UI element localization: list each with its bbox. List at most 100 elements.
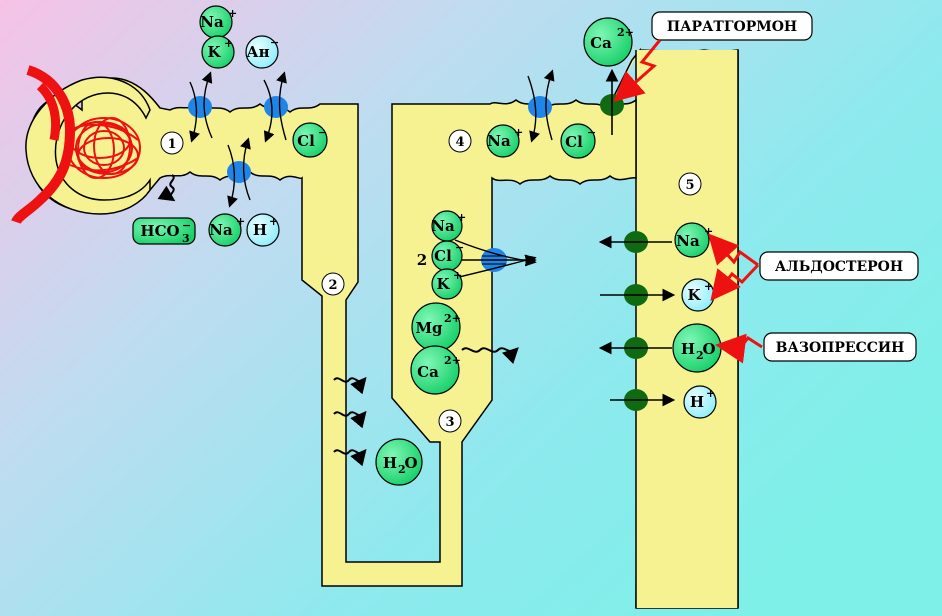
segment-number-5: 5	[678, 172, 702, 196]
hco3-diffusion-arrow	[157, 174, 176, 202]
svg-text:−: −	[270, 36, 279, 49]
svg-text:3: 3	[182, 232, 190, 245]
svg-text:5: 5	[685, 178, 694, 193]
svg-text:K: K	[207, 43, 221, 61]
channel-1	[188, 71, 213, 143]
ion-water-2: H 2 O	[375, 438, 423, 486]
svg-text:Na: Na	[676, 232, 700, 250]
svg-text:Mg: Mg	[415, 319, 443, 337]
svg-text:O: O	[404, 454, 417, 472]
segment-number-2: 2	[321, 272, 345, 296]
channel-4	[527, 69, 555, 143]
svg-text:−: −	[182, 219, 191, 232]
hormone-vasopressin: ВАЗОПРЕССИН	[763, 332, 917, 362]
cotransporter-nkcc	[454, 239, 537, 279]
svg-text:+: +	[457, 211, 466, 224]
ion-mg: Mg 2+	[411, 302, 461, 352]
svg-text:H: H	[690, 393, 704, 411]
ion-k-top: K +	[201, 35, 235, 69]
aldosterone-arrow-na	[707, 233, 759, 267]
svg-text:АЛЬДОСТЕРОН: АЛЬДОСТЕРОН	[775, 259, 903, 275]
svg-text:2: 2	[328, 278, 337, 293]
svg-text:2: 2	[417, 251, 427, 269]
svg-text:2: 2	[398, 463, 406, 476]
ion-na-5: Na +	[674, 222, 713, 258]
svg-text:Ca: Ca	[417, 363, 439, 381]
ion-h-1: H +	[246, 213, 280, 247]
aldosterone-arrow-k	[710, 263, 760, 302]
svg-text:H: H	[253, 221, 267, 239]
diffusion-arrows	[157, 174, 519, 467]
svg-text:+: +	[269, 215, 278, 228]
ion-na-1b: Na +	[208, 213, 245, 247]
svg-text:+: +	[453, 269, 462, 282]
svg-text:+: +	[704, 280, 713, 293]
svg-text:+: +	[704, 225, 713, 238]
svg-text:Ан: Ан	[246, 43, 269, 61]
water-diffusion-arrow-1	[333, 376, 367, 395]
ion-ca-4: Ca 2+	[583, 17, 634, 67]
segment-number-4: 4	[448, 129, 472, 153]
vasopressin-arrow	[715, 333, 763, 364]
parathormone-arrow	[613, 39, 662, 102]
svg-text:K: K	[436, 275, 450, 293]
svg-text:Na: Na	[209, 221, 233, 239]
ion-na-3: Na +	[431, 210, 466, 242]
svg-text:+: +	[224, 37, 233, 50]
ion-water-5: H 2 O	[672, 323, 722, 373]
ion-cl-3: 2 Cl −	[417, 240, 464, 272]
svg-text:Na: Na	[487, 132, 511, 150]
water-diffusion-arrow-3	[333, 448, 367, 467]
ion-hco3: HCO − 3	[132, 217, 196, 245]
svg-text:2+: 2+	[444, 354, 461, 367]
svg-text:Cl: Cl	[434, 247, 452, 265]
svg-text:H: H	[383, 454, 397, 472]
segment-number-1: 1	[160, 131, 184, 155]
svg-text:+: +	[514, 126, 523, 139]
svg-text:Na: Na	[200, 13, 224, 31]
svg-text:1: 1	[167, 137, 176, 152]
ion-cl-4: Cl −	[560, 123, 596, 159]
ion-cl-1: Cl −	[292, 122, 328, 158]
svg-text:3: 3	[445, 415, 454, 430]
svg-text:H: H	[681, 340, 695, 358]
svg-text:+: +	[236, 215, 245, 228]
svg-text:Cl: Cl	[565, 133, 583, 151]
svg-text:2: 2	[696, 349, 704, 362]
svg-text:O: O	[702, 340, 715, 358]
ion-k-3: K +	[431, 268, 463, 300]
svg-text:−: −	[318, 126, 327, 139]
channel-3	[227, 137, 251, 208]
svg-text:ПАРАТГОРМОН: ПАРАТГОРМОН	[667, 19, 797, 35]
hormone-aldosterone: АЛЬДОСТЕРОН	[759, 251, 919, 281]
mg-ca-diffusion-arrow	[461, 347, 519, 365]
svg-text:−: −	[455, 241, 464, 254]
svg-text:Cl: Cl	[297, 132, 315, 150]
svg-text:+: +	[706, 387, 715, 400]
svg-text:2+: 2+	[444, 312, 461, 325]
ion-k-5: K +	[681, 278, 715, 312]
ion-ca-3: Ca 2+	[410, 345, 461, 395]
channel-2	[263, 71, 288, 143]
svg-text:Ca: Ca	[590, 34, 612, 52]
svg-text:HCO: HCO	[140, 222, 179, 240]
svg-text:+: +	[228, 7, 237, 20]
water-diffusion-arrow-2	[333, 410, 367, 429]
channel-na-collecting	[598, 231, 672, 253]
glomerular-capillary	[11, 65, 141, 225]
segment-number-3: 3	[438, 409, 462, 433]
svg-text:4: 4	[455, 135, 464, 150]
ion-na-4: Na +	[486, 124, 523, 158]
channel-k-collecting	[600, 284, 676, 306]
hormone-arrows	[613, 39, 763, 364]
channel-water-collecting	[598, 337, 672, 359]
svg-text:Na: Na	[431, 217, 455, 235]
channel-h-collecting	[610, 389, 676, 411]
ion-an: Ан −	[245, 35, 279, 69]
svg-text:K: K	[687, 286, 701, 304]
svg-text:−: −	[587, 126, 596, 139]
hormone-parathormone: ПАРАТГОРМОН	[651, 11, 813, 41]
ion-na-top: Na +	[199, 5, 237, 39]
